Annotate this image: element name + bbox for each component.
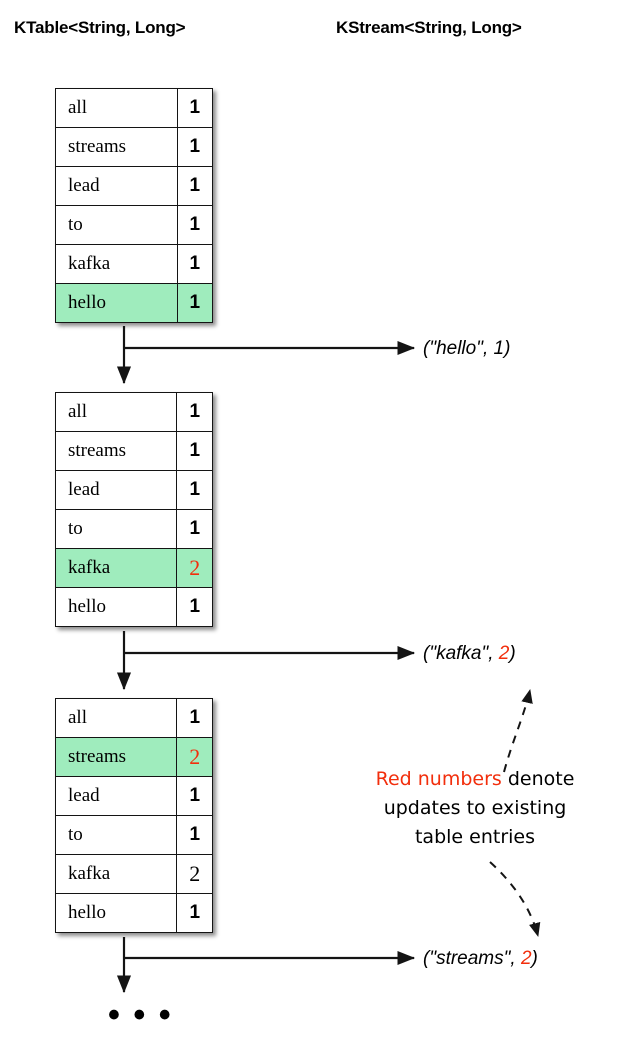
record-prefix: ("streams",	[423, 948, 521, 969]
table-cell-key: kafka	[55, 244, 178, 284]
table-cell-key: hello	[55, 283, 178, 323]
flow-arrow-stage1	[116, 326, 416, 385]
table-cell-key: all	[55, 88, 178, 128]
table-cell-key: kafka	[54, 548, 178, 588]
table-cell-value: 2	[176, 854, 213, 894]
table-cell-value: 1	[176, 431, 213, 471]
record-value: 2	[520, 948, 532, 969]
record-prefix: ("hello",	[423, 338, 494, 359]
table-cell-key: to	[55, 205, 178, 245]
table-row: kafka 1	[55, 244, 213, 284]
table-row: hello 1	[54, 587, 213, 627]
table-row: all 1	[55, 88, 213, 128]
flow-arrow-stage2	[116, 631, 416, 691]
table-row-highlighted: hello 1	[55, 283, 213, 323]
table-row-highlighted: streams 2	[54, 737, 213, 777]
table-cell-key: hello	[54, 587, 178, 627]
table-cell-key: streams	[54, 737, 178, 777]
table-row: to 1	[55, 205, 213, 245]
stream-record-hello: ("hello", 1)	[423, 338, 510, 360]
legend-line2: updates to existing	[383, 797, 567, 819]
record-suffix: )	[509, 643, 516, 664]
table-row: streams 1	[55, 127, 213, 167]
table-cell-value: 1	[176, 815, 213, 855]
table-cell-key: all	[54, 698, 178, 738]
record-suffix: )	[504, 338, 511, 359]
table-cell-key: all	[54, 392, 178, 432]
table-row: all 1	[54, 392, 213, 432]
table-cell-value: 1	[176, 166, 213, 206]
legend-line3: table entries	[414, 826, 536, 848]
table-cell-value-updated: 2	[176, 737, 213, 777]
table-cell-key: lead	[55, 166, 178, 206]
table-cell-value: 1	[176, 88, 213, 128]
table-cell-key: lead	[54, 776, 178, 816]
table-cell-value: 1	[176, 127, 213, 167]
table-row: to 1	[54, 509, 213, 549]
table-cell-value: 1	[176, 283, 213, 323]
record-suffix: )	[531, 948, 538, 969]
callout-arrow-up	[503, 689, 533, 773]
record-prefix: ("kafka",	[423, 643, 499, 664]
table-cell-value-updated: 2	[176, 548, 213, 588]
table-cell-value: 1	[176, 205, 213, 245]
table-cell-value: 1	[176, 392, 213, 432]
table-cell-key: streams	[55, 127, 178, 167]
table-cell-key: streams	[54, 431, 178, 471]
table-row: to 1	[54, 815, 213, 855]
table-cell-value: 1	[176, 698, 213, 738]
table-cell-key: to	[54, 815, 178, 855]
flow-arrow-stage3	[116, 937, 416, 994]
table-cell-value: 1	[176, 244, 213, 284]
table-cell-value: 1	[176, 587, 213, 627]
continuation-ellipsis: • • •	[108, 996, 173, 1034]
table-cell-value: 1	[176, 893, 213, 933]
kstream-column-header: KStream<String, Long>	[336, 18, 522, 37]
ktable-snapshot-1: all 1 streams 1 lead 1 to 1 kafka 1 hell…	[55, 88, 213, 323]
ktable-column-header: KTable<String, Long>	[14, 18, 186, 37]
table-row: lead 1	[54, 470, 213, 510]
legend-annotation: Red numbers denote updates to existing t…	[350, 765, 600, 852]
record-value: 2	[498, 643, 510, 664]
table-cell-key: to	[54, 509, 178, 549]
table-row: streams 1	[54, 431, 213, 471]
legend-red-emphasis: Red numbers	[375, 768, 502, 790]
table-row: all 1	[54, 698, 213, 738]
table-cell-key: hello	[54, 893, 178, 933]
table-row: kafka 2	[54, 854, 213, 894]
table-cell-key: lead	[54, 470, 178, 510]
ktable-snapshot-3: all 1 streams 2 lead 1 to 1 kafka 2 hell…	[54, 698, 213, 933]
table-cell-key: kafka	[54, 854, 178, 894]
table-cell-value: 1	[176, 776, 213, 816]
record-value: 1	[493, 338, 505, 359]
table-cell-value: 1	[176, 470, 213, 510]
table-row: lead 1	[55, 166, 213, 206]
callout-arrow-down	[489, 861, 541, 937]
table-row-highlighted: kafka 2	[54, 548, 213, 588]
table-cell-value: 1	[176, 509, 213, 549]
ktable-snapshot-2: all 1 streams 1 lead 1 to 1 kafka 2 hell…	[54, 392, 213, 627]
stream-record-streams: ("streams", 2)	[423, 948, 538, 970]
stream-record-kafka: ("kafka", 2)	[423, 643, 516, 665]
legend-line1-rest: denote	[501, 768, 575, 790]
table-row: lead 1	[54, 776, 213, 816]
table-row: hello 1	[54, 893, 213, 933]
